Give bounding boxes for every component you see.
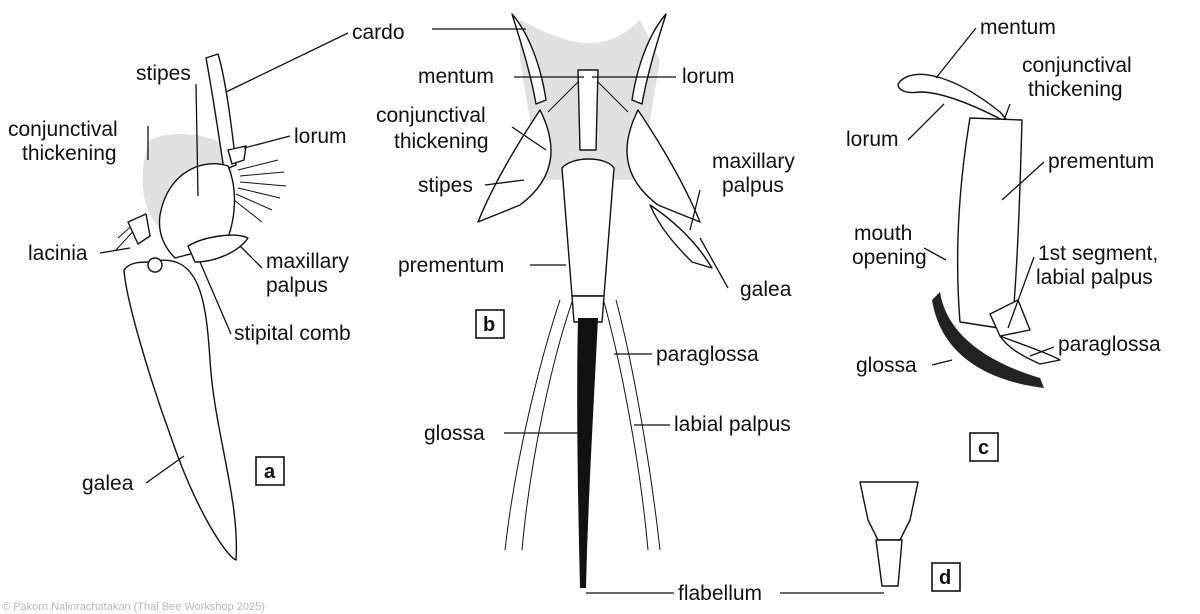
label-galea-b: galea	[740, 278, 792, 301]
panel-d-flabellum-drawing	[859, 481, 919, 587]
label-maxillary-a-2: palpus	[266, 274, 328, 297]
label-lorum-a: lorum	[294, 125, 347, 148]
label-first-segment-1: 1st segment,	[1038, 242, 1158, 265]
label-conjunctival-a-1: conjunctival	[8, 118, 118, 141]
credit-text: © Pakorn Nalinrachatakan (Thai Bee Works…	[2, 601, 265, 613]
panel-c-letter: c	[978, 437, 989, 459]
label-mouth-opening-1: mouth	[854, 222, 912, 245]
label-conjunctival-c-2: thickening	[1028, 78, 1123, 101]
label-maxillary-b-1: maxillary	[712, 150, 795, 173]
label-stipes-b: stipes	[418, 174, 473, 197]
panel-b-letter: b	[483, 314, 495, 336]
label-galea-a: galea	[82, 472, 134, 495]
label-mentum-b: mentum	[418, 65, 494, 88]
label-lacinia: lacinia	[28, 242, 88, 265]
panel-d-box: d	[931, 562, 961, 592]
label-lorum-c: lorum	[846, 128, 899, 151]
label-prementum-b: prementum	[398, 254, 504, 277]
panel-a-maxilla-drawing	[115, 53, 287, 561]
panel-a-box: a	[255, 456, 285, 486]
label-maxillary-b-2: palpus	[722, 174, 784, 197]
leader-lines	[99, 27, 1055, 594]
label-conjunctival-b-1: conjunctival	[376, 104, 486, 127]
labels: cardo stipes conjunctival thickening lor…	[8, 16, 1161, 605]
label-stipes-a: stipes	[136, 62, 191, 85]
label-maxillary-a-1: maxillary	[266, 250, 349, 273]
panel-c-labium-drawing	[897, 73, 1061, 388]
label-cardo: cardo	[352, 21, 405, 44]
label-stipital-comb: stipital comb	[234, 322, 351, 345]
label-conjunctival-b-2: thickening	[394, 130, 489, 153]
label-glossa-c: glossa	[856, 354, 917, 377]
label-labial-palpus-b: labial palpus	[674, 413, 791, 436]
label-prementum-c: prementum	[1048, 150, 1154, 173]
label-paraglossa-c: paraglossa	[1058, 333, 1161, 356]
label-first-segment-2: labial palpus	[1036, 266, 1153, 289]
panel-c-box: c	[969, 432, 999, 462]
label-paraglossa-b: paraglossa	[656, 343, 759, 366]
panel-b-proboscis-drawing	[477, 13, 713, 588]
label-conjunctival-c-1: conjunctival	[1022, 54, 1132, 77]
label-glossa-b: glossa	[424, 422, 485, 445]
panel-d-letter: d	[939, 567, 951, 589]
panel-b-box: b	[475, 309, 505, 339]
panel-a-letter: a	[264, 461, 276, 483]
label-mentum-c: mentum	[980, 16, 1056, 39]
label-conjunctival-a-2: thickening	[22, 142, 117, 165]
label-lorum-b: lorum	[682, 65, 735, 88]
label-mouth-opening-2: opening	[852, 246, 927, 269]
label-flabellum: flabellum	[678, 582, 762, 605]
